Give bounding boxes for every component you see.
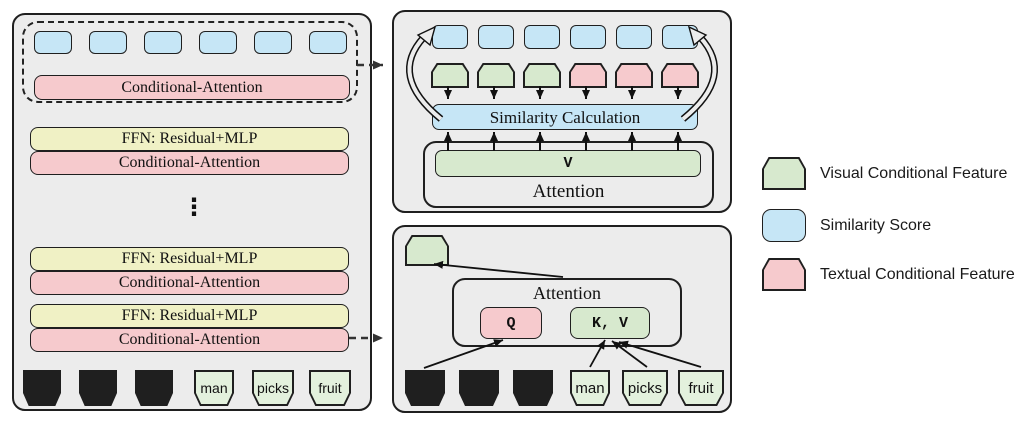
legend-visual-feature-label: Visual Conditional Feature bbox=[820, 165, 1008, 182]
word-token-fruit: fruit bbox=[678, 370, 724, 406]
word-token-picks: picks bbox=[622, 370, 668, 406]
similarity-score-box bbox=[254, 31, 292, 54]
attention-container: Attention bbox=[452, 278, 682, 347]
attention-label: Attention bbox=[533, 283, 601, 303]
similarity-calculation-bar: Similarity Calculation bbox=[432, 104, 698, 130]
textual-feature-token bbox=[569, 63, 607, 88]
visual-feature-token bbox=[477, 63, 515, 88]
textual-feature-token bbox=[615, 63, 653, 88]
visual-feature-token bbox=[523, 63, 561, 88]
fruit-pile-photo-icon bbox=[513, 370, 553, 406]
similarity-score-box bbox=[616, 25, 652, 49]
legend-textual-feature-swatch bbox=[762, 258, 806, 291]
key-value-box: K, V bbox=[570, 307, 650, 339]
ffn-bar: FFN: Residual+MLP bbox=[30, 127, 349, 151]
similarity-score-box bbox=[199, 31, 237, 54]
visual-feature-token bbox=[431, 63, 469, 88]
fruit-pile-photo-icon bbox=[135, 370, 173, 406]
similarity-score-box bbox=[432, 25, 468, 49]
encoder-panel: Conditional-Attention FFN: Residual+MLP … bbox=[12, 13, 372, 411]
similarity-score-box bbox=[524, 25, 560, 49]
visual-conditional-output-token bbox=[405, 235, 449, 266]
word-token-fruit: fruit bbox=[309, 370, 351, 406]
similarity-score-box bbox=[570, 25, 606, 49]
word-token-man: man bbox=[570, 370, 610, 406]
legend-textual-feature-label: Textual Conditional Feature bbox=[820, 266, 1015, 283]
similarity-score-box bbox=[34, 31, 72, 54]
legend-similarity-score-swatch bbox=[762, 209, 806, 242]
textual-feature-token bbox=[661, 63, 699, 88]
ffn-bar: FFN: Residual+MLP bbox=[30, 304, 349, 328]
attention-label: Attention bbox=[532, 181, 605, 202]
market-stall-photo-icon bbox=[405, 370, 445, 406]
word-token-picks: picks bbox=[252, 370, 294, 406]
legend-similarity-score-label: Similarity Score bbox=[820, 217, 932, 234]
conditional-attention-bar: Conditional-Attention bbox=[34, 75, 350, 100]
attention-detail-panel: Attention Q K, V man picks fruit bbox=[392, 225, 732, 413]
stack-ellipsis: ⋮ bbox=[182, 193, 206, 221]
similarity-score-box bbox=[89, 31, 127, 54]
similarity-score-box bbox=[662, 25, 698, 49]
market-stall-photo-icon bbox=[23, 370, 61, 406]
similarity-score-box bbox=[309, 31, 347, 54]
word-token-man: man bbox=[194, 370, 234, 406]
legend-visual-feature-swatch bbox=[762, 157, 806, 190]
blue-crates-photo-icon bbox=[79, 370, 117, 406]
conditional-attention-bar: Conditional-Attention bbox=[30, 271, 349, 295]
value-bar: V bbox=[435, 150, 701, 177]
conditional-attention-bar: Conditional-Attention bbox=[30, 328, 349, 352]
conditional-attention-bar: Conditional-Attention bbox=[30, 151, 349, 175]
blue-crates-photo-icon bbox=[459, 370, 499, 406]
attention-container: Attention bbox=[423, 141, 714, 208]
output-dashed-block: Conditional-Attention bbox=[22, 21, 358, 103]
similarity-panel: Similarity Calculation Attention V bbox=[392, 10, 732, 213]
similarity-score-box bbox=[144, 31, 182, 54]
similarity-score-box bbox=[478, 25, 514, 49]
ffn-bar: FFN: Residual+MLP bbox=[30, 247, 349, 271]
query-box: Q bbox=[480, 307, 542, 339]
